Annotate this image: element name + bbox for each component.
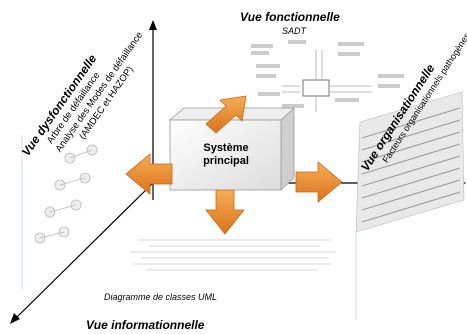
fault-tree-thumbnail bbox=[21, 135, 98, 290]
diagonal-axis-arrowhead bbox=[10, 313, 20, 324]
arrow-right bbox=[295, 161, 343, 203]
arrow-up-right bbox=[205, 95, 247, 134]
center-label-line1: Système bbox=[203, 142, 249, 154]
box-front-face bbox=[169, 119, 282, 191]
organisation-chart-thumbnail bbox=[355, 91, 465, 320]
vue-fonctionnelle-title: Vue fonctionnelle bbox=[240, 10, 340, 24]
center-label: Système principal bbox=[186, 142, 266, 168]
diagonal-axis bbox=[15, 182, 154, 319]
center-label-line2: principal bbox=[203, 155, 249, 167]
arrow-left bbox=[125, 153, 173, 195]
vue-informationnelle-subtitle: Diagramme de classes UML bbox=[104, 292, 218, 302]
central-system-box bbox=[168, 107, 296, 191]
arrow-down bbox=[205, 189, 245, 235]
sadt-diagram-thumbnail bbox=[251, 40, 404, 112]
vue-informationnelle-title: Vue informationnelle bbox=[86, 318, 205, 332]
box-side-face bbox=[280, 107, 295, 191]
vertical-axis-arrowhead bbox=[149, 20, 157, 30]
vue-fonctionnelle-subtitle: SADT bbox=[282, 26, 307, 36]
uml-class-diagram-thumbnail bbox=[130, 239, 336, 271]
